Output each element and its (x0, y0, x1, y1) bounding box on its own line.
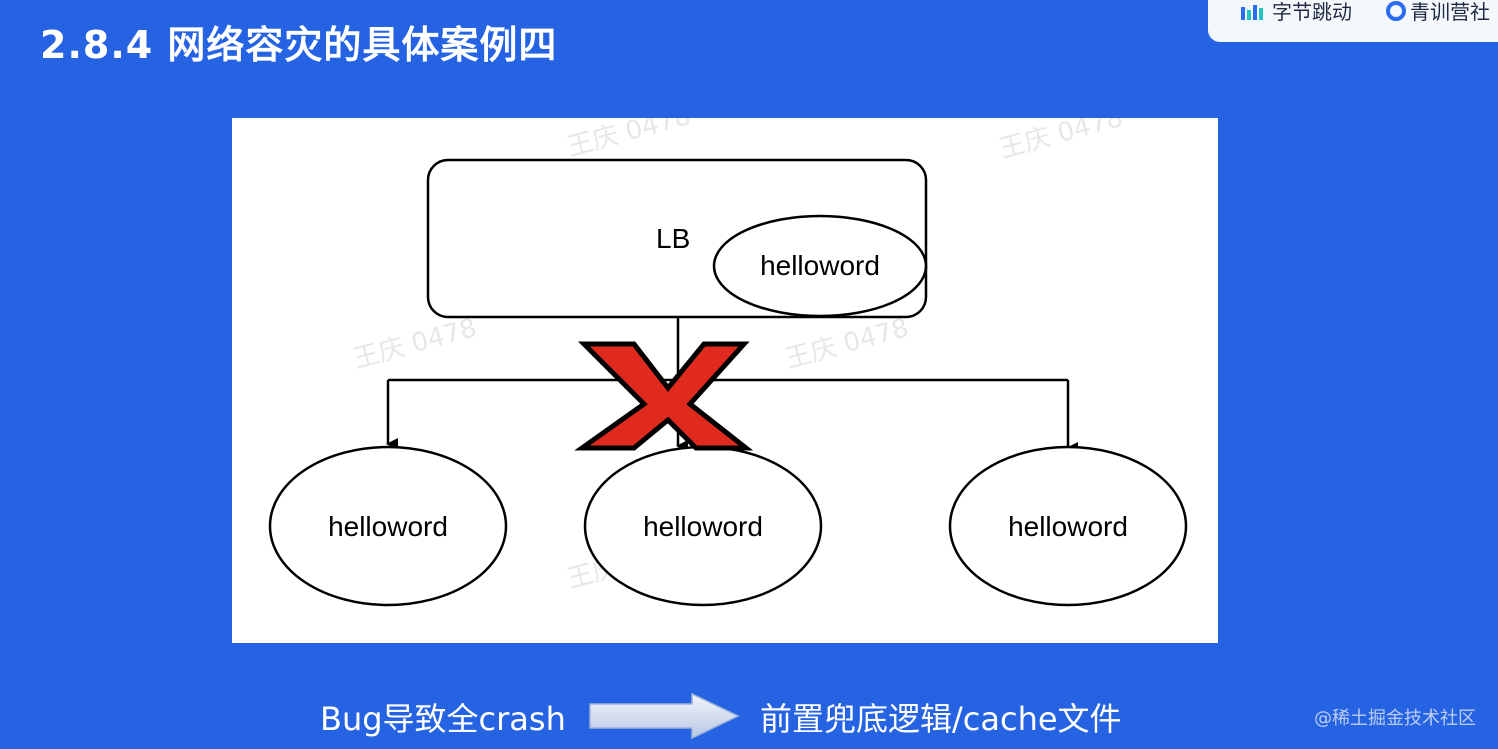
cause-text: Bug导致全crash (320, 700, 566, 738)
lb-service-node (712, 214, 928, 318)
slide-title: 2.8.4 网络容灾的具体案例四 (40, 23, 558, 67)
camp-logo-icon (1386, 1, 1406, 21)
watermark-text: 王庆 0478 (564, 118, 694, 163)
watermark-text: 王庆 0478 (782, 313, 912, 375)
backend-label: helloword (643, 511, 763, 542)
backend-node (948, 445, 1188, 607)
backend-label: helloword (328, 511, 448, 542)
lb-label: LB (656, 223, 690, 254)
watermark-text: 王庆 0478 (996, 118, 1126, 165)
backend-label: helloword (1008, 511, 1128, 542)
diagram-panel: 王庆 0478 王庆 0478 王庆 0478 王庆 0478 王庆 0478 … (232, 118, 1218, 643)
disaster-diagram: 王庆 0478 王庆 0478 王庆 0478 王庆 0478 王庆 0478 … (268, 118, 1188, 607)
failure-x-icon (574, 341, 754, 451)
bytedance-brand: 字节跳动 (1240, 0, 1352, 25)
lb-service-label: helloword (760, 250, 880, 281)
brand-left-label: 字节跳动 (1272, 0, 1352, 24)
brand-right-label: 青训营社 (1410, 0, 1490, 24)
backend-node (268, 445, 508, 607)
right-arrow-icon (589, 692, 740, 740)
bytedance-logo-icon (1241, 5, 1263, 20)
watermark-text: 王庆 0478 (350, 313, 480, 375)
solution-text: 前置兜底逻辑/cache文件 (760, 700, 1122, 738)
camp-brand: 青训营社 (1386, 0, 1490, 25)
bottom-summary: Bug导致全crash 前置兜底逻辑/cache文件 (0, 690, 1498, 740)
corner-watermark: @稀土掘金技术社区 (1314, 708, 1476, 729)
